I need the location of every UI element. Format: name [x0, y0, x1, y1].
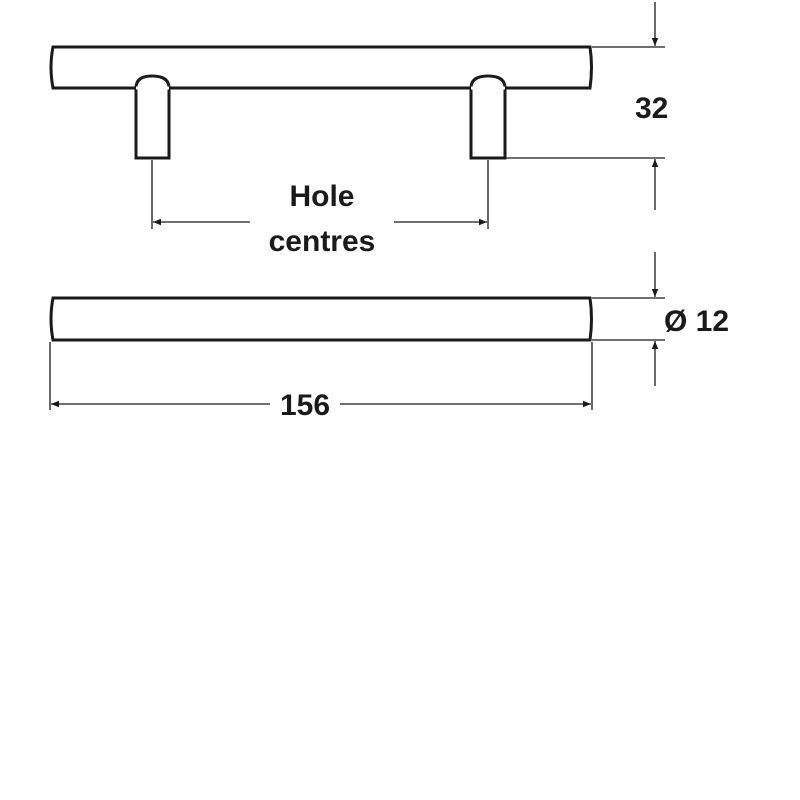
height-dimension [505, 2, 665, 210]
length-dimension [49, 342, 593, 410]
height-label: 32 [635, 92, 668, 125]
hole-centres-dimension [151, 160, 489, 229]
handle-bar-top [49, 296, 593, 342]
diameter-dimension [592, 252, 665, 386]
handle-side-view [49, 45, 593, 160]
right-post [469, 74, 507, 160]
diameter-label: Ø 12 [664, 305, 729, 338]
hole-centres-label-line2: centres [269, 225, 376, 258]
left-post [134, 74, 171, 160]
length-label: 156 [280, 389, 330, 422]
hole-centres-label-line1: Hole [289, 180, 354, 213]
handle-bar-side [49, 45, 593, 90]
